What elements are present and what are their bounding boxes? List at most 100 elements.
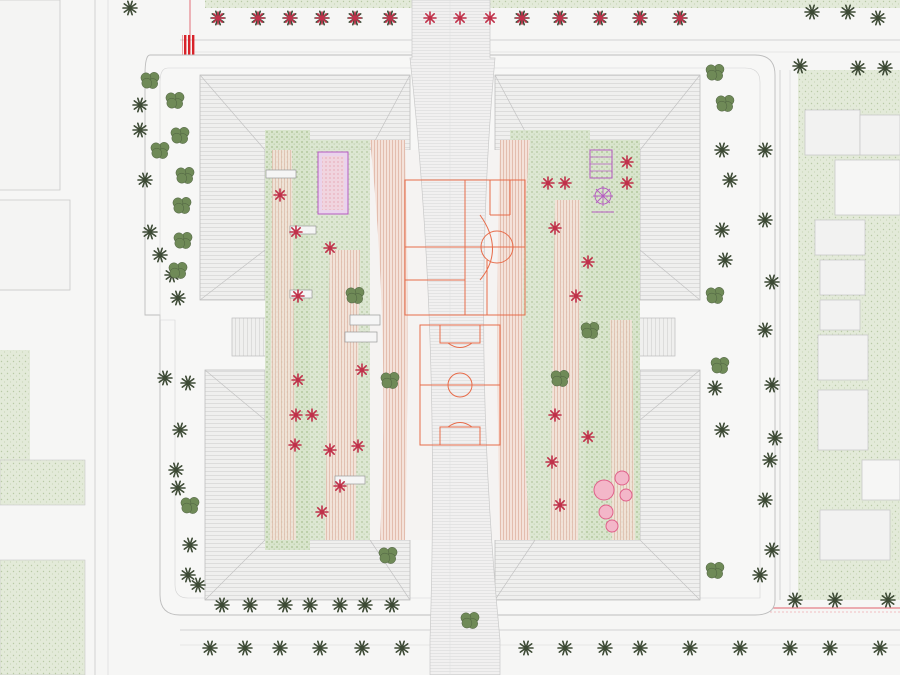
tree-icon <box>142 224 158 240</box>
tree-icon <box>782 640 798 656</box>
shrub-icon <box>150 142 170 159</box>
shrub-icon <box>378 547 398 564</box>
tree-icon <box>272 640 288 656</box>
flower-icon <box>323 241 337 255</box>
shrub-icon <box>172 197 192 214</box>
shrub-icon <box>580 322 600 339</box>
flower-icon <box>273 188 287 202</box>
tree-icon <box>518 640 534 656</box>
flower-icon <box>545 455 559 469</box>
flower-icon <box>251 11 265 25</box>
tree-icon <box>767 430 783 446</box>
flower-icon <box>541 176 555 190</box>
tree-icon <box>597 640 613 656</box>
tree-icon <box>182 537 198 553</box>
flower-icon <box>581 255 595 269</box>
tree-icon <box>354 640 370 656</box>
tree-icon <box>822 640 838 656</box>
flower-icon <box>423 11 437 25</box>
buildings <box>199 74 701 601</box>
shrub-icon <box>705 562 725 579</box>
flower-icon <box>288 438 302 452</box>
tree-icon <box>357 597 373 613</box>
tree-icon <box>787 592 803 608</box>
tree-icon <box>757 322 773 338</box>
flower-icon <box>553 11 567 25</box>
flower-icon <box>323 443 337 457</box>
tree-icon <box>632 640 648 656</box>
tree-icon <box>850 60 866 76</box>
tree-icon <box>384 597 400 613</box>
tree-icon <box>872 640 888 656</box>
tree-icon <box>764 274 780 290</box>
tree-icon <box>122 0 138 16</box>
flower-icon <box>553 498 567 512</box>
tree-icon <box>152 247 168 263</box>
paving-path <box>270 150 296 540</box>
tree-icon <box>714 142 730 158</box>
flower-icon <box>453 11 467 25</box>
paving-path <box>497 140 530 540</box>
tree-icon <box>394 640 410 656</box>
tree-icon <box>190 577 206 593</box>
tree-icon <box>722 172 738 188</box>
tree-icon <box>757 212 773 228</box>
tree-icon <box>757 142 773 158</box>
tree-icon <box>877 60 893 76</box>
tree-icon <box>242 597 258 613</box>
shrub-symbols <box>140 64 735 629</box>
flower-icon <box>548 408 562 422</box>
tree-icon <box>714 222 730 238</box>
tree-icon <box>764 542 780 558</box>
flower-icon <box>633 11 647 25</box>
tree-icon <box>757 492 773 508</box>
flower-icon <box>211 11 225 25</box>
tree-icon <box>302 597 318 613</box>
flower-icon <box>620 176 634 190</box>
flower-icon <box>620 155 634 169</box>
shrub-icon <box>705 64 725 81</box>
shrub-icon <box>165 92 185 109</box>
tree-icon <box>714 422 730 438</box>
tree-icon <box>277 597 293 613</box>
tree-icon <box>732 640 748 656</box>
paving-path <box>550 200 580 540</box>
flower-icon <box>569 289 583 303</box>
tree-icon <box>132 122 148 138</box>
tree-icon <box>764 377 780 393</box>
paving-path <box>370 140 408 540</box>
tree-icon <box>752 567 768 583</box>
tree-icon <box>137 172 153 188</box>
tree-icon <box>792 58 808 74</box>
shrub-icon <box>550 370 570 387</box>
tree-icon <box>870 10 886 26</box>
tree-icon <box>557 640 573 656</box>
tree-icon <box>168 462 184 478</box>
flower-icon <box>581 430 595 444</box>
flower-icon <box>351 439 365 453</box>
shrub-icon <box>345 287 365 304</box>
tree-icon <box>180 375 196 391</box>
tree-icon <box>170 480 186 496</box>
tree-icon <box>840 4 856 20</box>
flower-icon <box>333 479 347 493</box>
tree-icon <box>170 290 186 306</box>
shrub-icon <box>180 497 200 514</box>
tree-icon <box>762 452 778 468</box>
shrub-icon <box>175 167 195 184</box>
shrub-icon <box>460 612 480 629</box>
shrub-icon <box>170 127 190 144</box>
flower-icon <box>558 176 572 190</box>
tree-icon <box>214 597 230 613</box>
tree-icon <box>202 640 218 656</box>
tree-icon <box>312 640 328 656</box>
flower-icon <box>289 408 303 422</box>
central-plaza <box>409 0 501 675</box>
shrub-icon <box>710 357 730 374</box>
playground-features <box>317 149 633 533</box>
tree-icon <box>237 640 253 656</box>
flower-icon <box>315 11 329 25</box>
climbing-web <box>592 186 614 213</box>
shrub-icon <box>380 372 400 389</box>
